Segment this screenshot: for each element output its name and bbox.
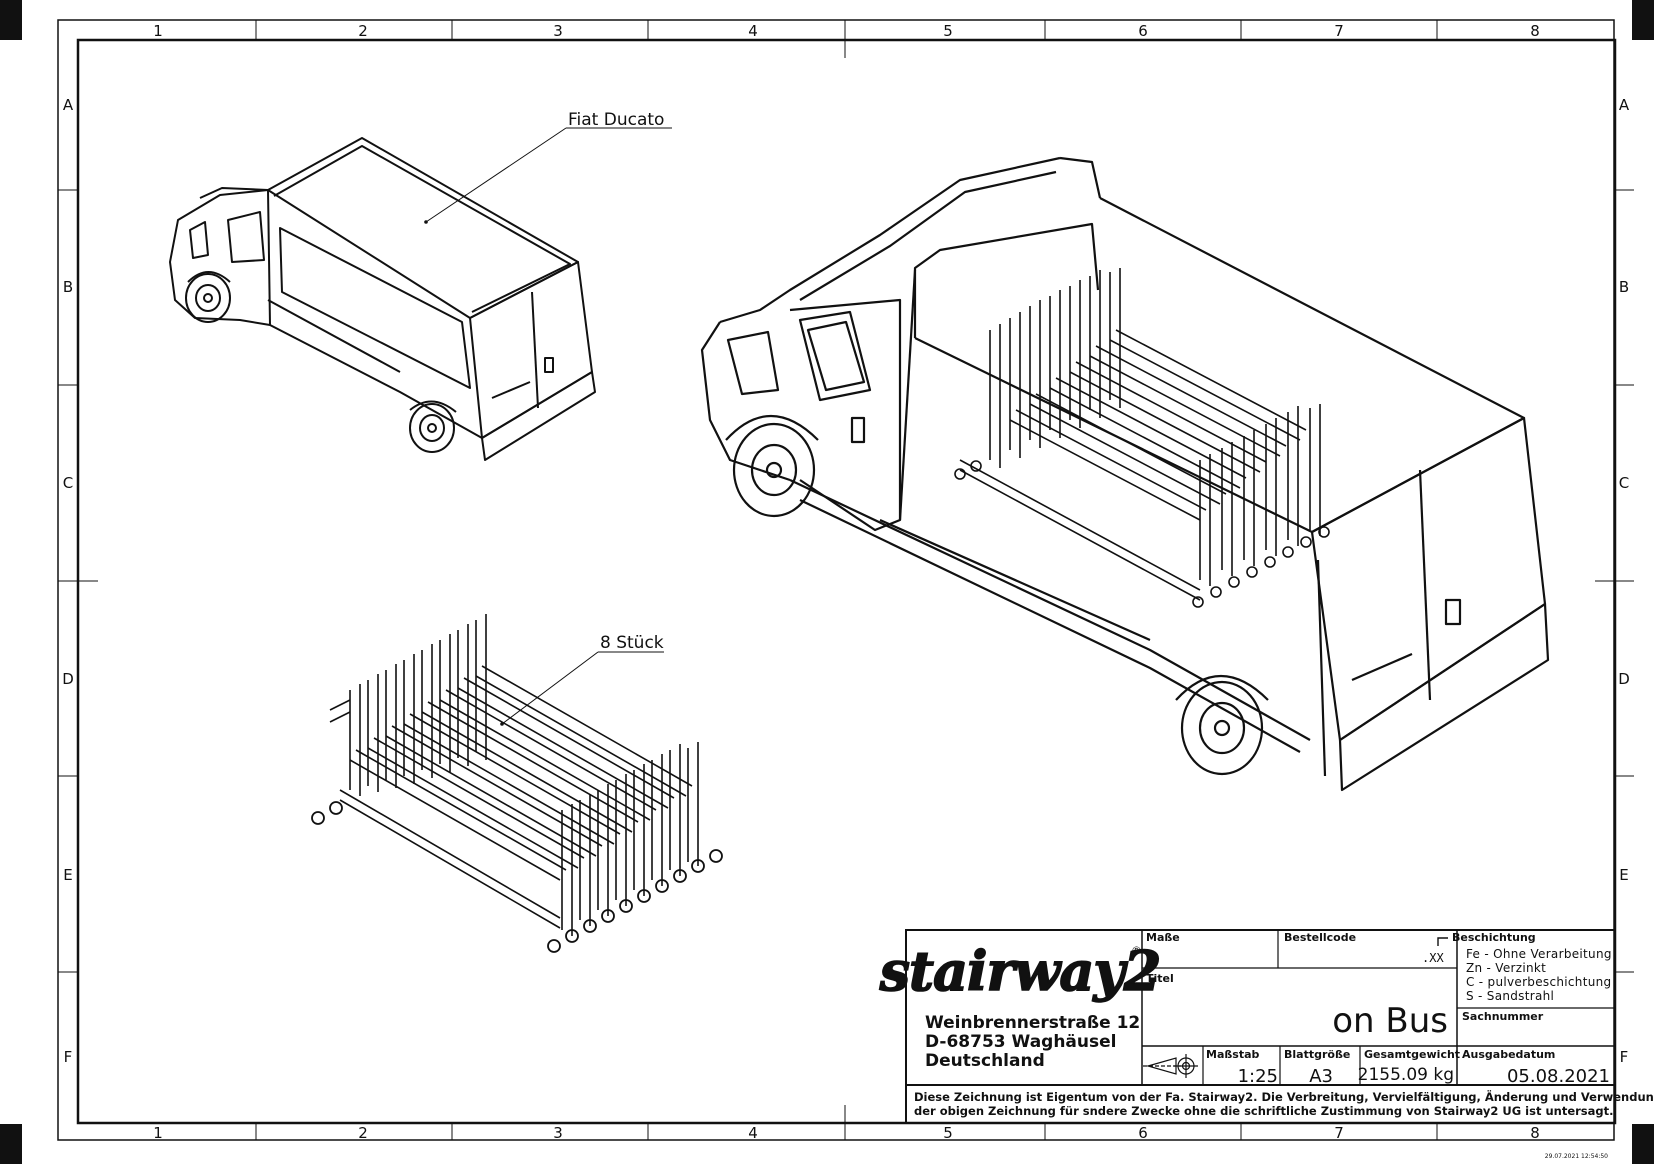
col-label-7-top: 7 xyxy=(1334,22,1344,40)
col-label-3-bottom: 3 xyxy=(553,1124,563,1142)
inner-frame xyxy=(76,38,1617,1125)
beschichtung-label: Beschichtung xyxy=(1452,931,1536,944)
gesamtgewicht-label: Gesamtgewicht xyxy=(1364,1048,1460,1061)
col-label-4-bottom: 4 xyxy=(748,1124,758,1142)
copyright-line-1: Diese Zeichnung ist Eigentum von der Fa.… xyxy=(914,1089,1654,1104)
address-line-1: Weinbrennerstraße 12 xyxy=(925,1013,1140,1033)
copyright-note: Diese Zeichnung ist Eigentum von der Fa.… xyxy=(914,1089,1654,1118)
row-label-a-right: A xyxy=(1619,96,1630,114)
beschichtung-option-4: S - Sandstrahl xyxy=(1466,989,1554,1003)
col-label-6-bottom: 6 xyxy=(1138,1124,1148,1142)
col-label-6-top: 6 xyxy=(1138,22,1148,40)
address-line-3: Deutschland xyxy=(925,1051,1045,1071)
blattgroesse-value: A3 xyxy=(1309,1066,1333,1087)
col-label-5-top: 5 xyxy=(943,22,953,40)
van-large-racks xyxy=(954,268,1330,608)
rack-drawing xyxy=(311,614,723,953)
print-stamp: 29.07.2021 12:54:50 xyxy=(1545,1153,1608,1160)
blattgroesse-label: Blattgröße xyxy=(1284,1048,1350,1061)
zone-ticks xyxy=(58,20,1634,1140)
row-label-c-right: C xyxy=(1619,474,1629,492)
row-label-d-left: D xyxy=(62,670,74,688)
van-callout: Fiat Ducato xyxy=(424,110,672,224)
company-address: Weinbrennerstraße 12 D-68753 Waghäusel D… xyxy=(925,1013,1140,1071)
row-label-e-right: E xyxy=(1619,866,1628,884)
col-label-2-top: 2 xyxy=(358,22,368,40)
row-label-f-left: F xyxy=(64,1048,73,1066)
van-large-drawing xyxy=(700,156,1550,792)
col-label-3-top: 3 xyxy=(553,22,563,40)
massstab-label: Maßstab xyxy=(1206,1048,1260,1061)
row-label-d-right: D xyxy=(1618,670,1630,688)
tolerance-value: .XX xyxy=(1422,951,1444,965)
titel-value: on Bus xyxy=(1332,1001,1448,1041)
row-label-b-right: B xyxy=(1619,278,1629,296)
masse-label: Maße xyxy=(1146,931,1180,944)
col-label-7-bottom: 7 xyxy=(1334,1124,1344,1142)
gesamtgewicht-value: 2155.09 kg xyxy=(1358,1065,1454,1085)
row-label-c-left: C xyxy=(63,474,73,492)
address-line-2: D-68753 Waghäusel xyxy=(925,1032,1116,1052)
beschichtung-option-3: C - pulverbeschichtung xyxy=(1466,975,1611,989)
beschichtung-option-1: Fe - Ohne Verarbeitung xyxy=(1466,947,1612,961)
massstab-value: 1:25 xyxy=(1238,1066,1278,1087)
van-callout-label: Fiat Ducato xyxy=(568,110,664,130)
row-label-e-left: E xyxy=(63,866,72,884)
col-label-5-bottom: 5 xyxy=(943,1124,953,1142)
sachnummer-label: Sachnummer xyxy=(1462,1010,1544,1023)
projection-symbol-icon xyxy=(1143,1054,1198,1078)
row-label-f-right: F xyxy=(1620,1048,1629,1066)
zone-labels: 1 2 3 4 5 6 7 8 1 2 3 4 5 6 7 8 A B C D … xyxy=(62,22,1630,1142)
copyright-line-2: der obigen Zeichnung für sndere Zwecke o… xyxy=(914,1104,1614,1118)
rack-casters xyxy=(311,801,723,953)
titel-label: Titel xyxy=(1146,972,1174,985)
row-label-b-left: B xyxy=(63,278,73,296)
col-label-8-bottom: 8 xyxy=(1530,1124,1540,1142)
ausgabedatum-value: 05.08.2021 xyxy=(1507,1066,1610,1087)
col-label-4-top: 4 xyxy=(748,22,758,40)
bestellcode-label: Bestellcode xyxy=(1284,931,1356,944)
beschichtung-option-2: Zn - Verzinkt xyxy=(1466,961,1546,975)
outer-frame xyxy=(57,19,1615,1141)
col-label-8-top: 8 xyxy=(1530,22,1540,40)
van-small-drawing xyxy=(169,137,596,461)
ausgabedatum-label: Ausgabedatum xyxy=(1462,1048,1555,1061)
col-label-1-top: 1 xyxy=(153,22,163,40)
col-label-1-bottom: 1 xyxy=(153,1124,163,1142)
beschichtung-options: Fe - Ohne Verarbeitung Zn - Verzinkt C -… xyxy=(1466,947,1612,1003)
title-block xyxy=(905,929,1616,1124)
rack-callout: 8 Stück xyxy=(500,633,664,726)
col-label-2-bottom: 2 xyxy=(358,1124,368,1142)
logo-wordmark: stairway2 xyxy=(879,939,1161,1003)
row-label-a-left: A xyxy=(63,96,74,114)
rack-front-uprights xyxy=(561,742,699,936)
registered-mark: ® xyxy=(1131,944,1142,957)
company-logo: stairway2 ® xyxy=(878,938,1162,1004)
rack-callout-label: 8 Stück xyxy=(600,633,664,653)
rack-rails xyxy=(329,665,693,929)
